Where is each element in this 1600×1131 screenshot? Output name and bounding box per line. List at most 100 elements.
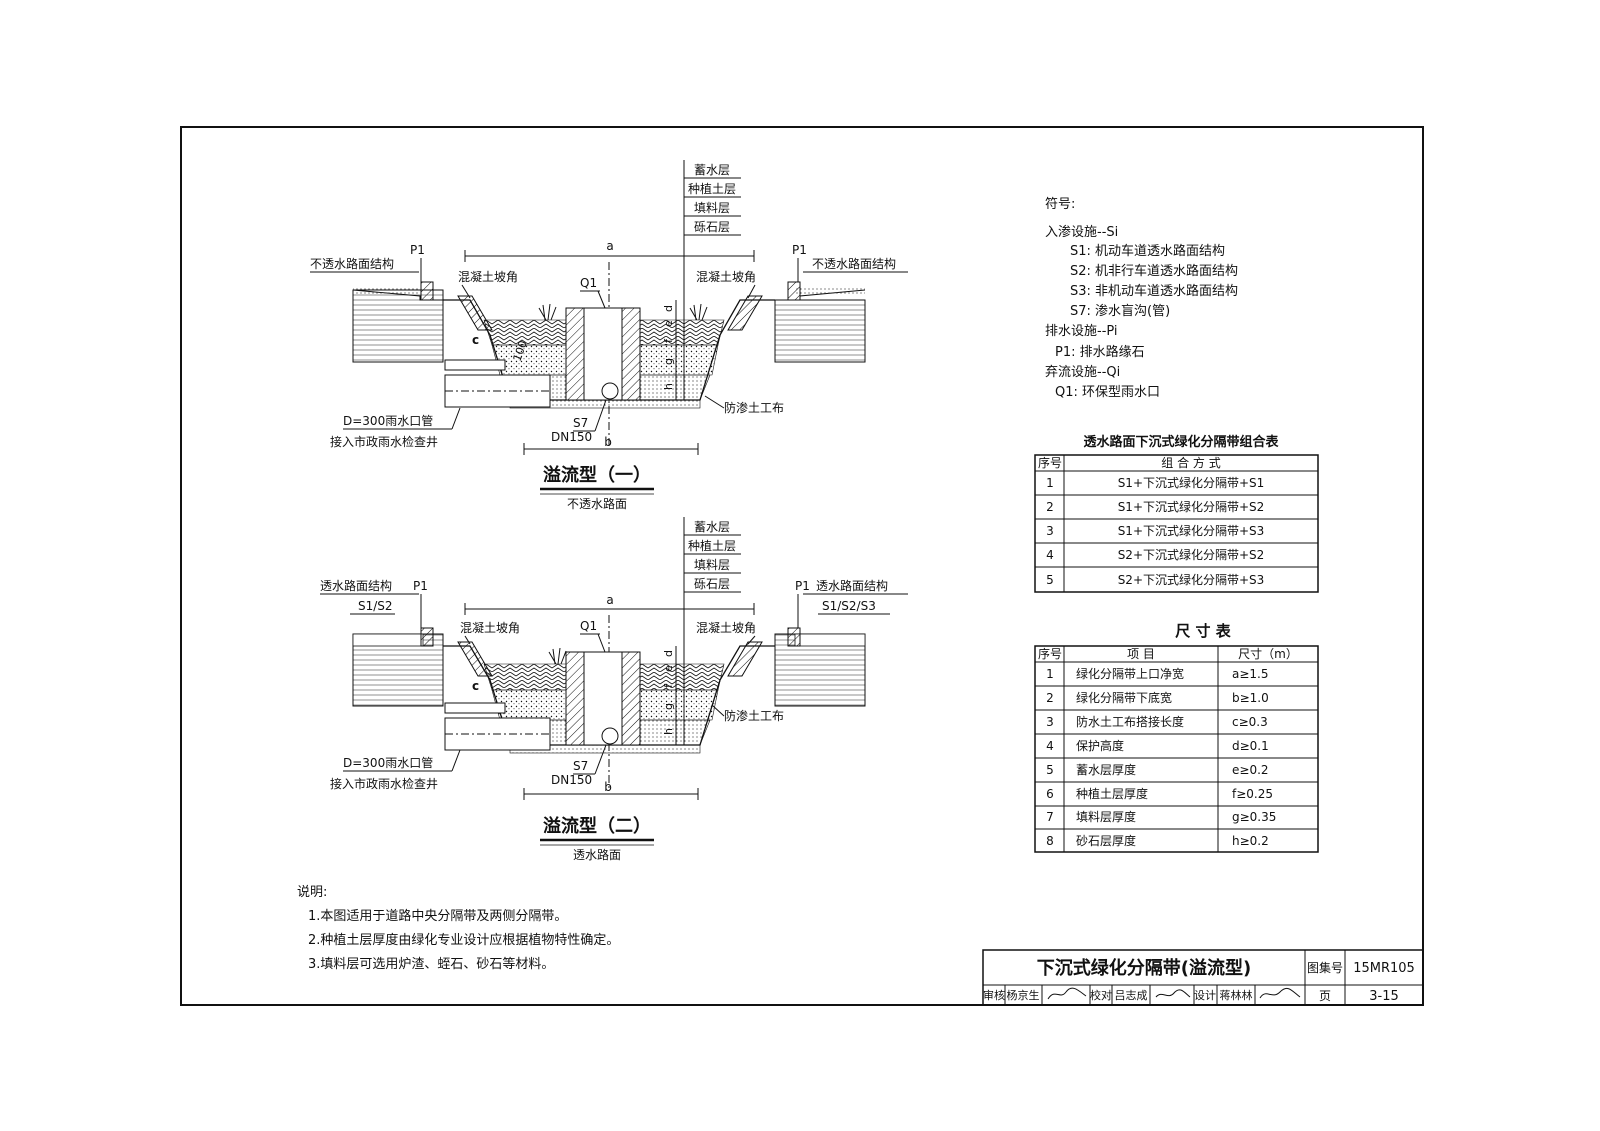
symbol-line: 入渗设施--Si (1045, 225, 1118, 240)
dim-b: b (604, 435, 612, 449)
curb-p1-left (420, 627, 434, 647)
check-label: 校对 (1090, 988, 1112, 1002)
fabric-label: 防渗土工布 (724, 708, 784, 723)
combo-cell: S1+下沉式绿化分隔带+S3 (1118, 523, 1265, 538)
q1-label: Q1 (580, 276, 597, 290)
reviewer-signature (1047, 987, 1087, 1000)
review-label: 审核 (983, 988, 1005, 1002)
size-cell: 3 (1046, 715, 1054, 729)
combo-cell: S2+下沉式绿化分隔带+S3 (1118, 572, 1265, 587)
page-number: 3-15 (1369, 989, 1399, 1004)
size-cell: 8 (1046, 834, 1054, 848)
layer-label: 种植土层 (688, 538, 736, 553)
combo-table-title: 透水路面下沉式绿化分隔带组合表 (1083, 434, 1279, 450)
planting-soil (483, 319, 567, 346)
p1-right: P1 (792, 243, 807, 257)
q1-label: Q1 (580, 619, 597, 633)
right-pavement (774, 299, 866, 363)
size-cell: g≥0.35 (1232, 810, 1276, 824)
size-cell: 保护高度 (1076, 738, 1124, 753)
layer-label: 蓄水层 (694, 520, 730, 534)
size-cell: 种植土层厚度 (1076, 786, 1148, 801)
p1-left: P1 (410, 243, 425, 257)
dim-h: h (662, 383, 675, 390)
combo-cell: 2 (1046, 500, 1054, 514)
dim-c: c (472, 333, 479, 347)
slope-label-right: 混凝土坡角 (696, 269, 756, 284)
size-cell: 6 (1046, 787, 1054, 801)
dim-g: g (662, 358, 675, 365)
section-overflow-1: 蓄水层 种植土层 填料层 砾石层 a P1 不透水路面结构 P1 不透水路面结构 (310, 160, 908, 511)
drain-pipe-s7 (601, 727, 619, 745)
symbol-line: S7: 渗水盲沟(管) (1070, 303, 1170, 319)
size-cell: c≥0.3 (1232, 715, 1268, 729)
dim-a: a (606, 593, 613, 607)
curb-p1-right (787, 627, 801, 647)
layer-labels-2: 蓄水层 种植土层 填料层 砾石层 (683, 517, 741, 745)
combo-table: 透水路面下沉式绿化分隔带组合表 序号 组 合 方 式 1 S1+下沉式绿化分隔带… (1034, 434, 1319, 593)
dim-e: e (662, 665, 675, 672)
size-cell: f≥0.25 (1232, 787, 1273, 801)
size-cell: 蓄水层厚度 (1076, 762, 1136, 777)
symbol-line: 弃流设施--Qi (1045, 365, 1120, 380)
size-cell: 7 (1046, 810, 1054, 824)
right-road-sub: S1/S2/S3 (822, 599, 876, 613)
size-header: 项 目 (1127, 647, 1155, 661)
subcaption-1: 不透水路面 (567, 496, 627, 511)
combo-cell: 3 (1046, 524, 1054, 538)
notes: 说明: 1.本图适用于道路中央分隔带及两侧分隔带。 2.种植土层厚度由绿化专业设… (297, 885, 619, 972)
right-road-label: 透水路面结构 (816, 578, 888, 593)
curb-p1-right (787, 281, 801, 301)
size-cell: 砂石层厚度 (1076, 833, 1136, 848)
dim-f: f (662, 683, 675, 688)
caption-2: 溢流型（二） (543, 815, 651, 837)
size-cell: 2 (1046, 691, 1054, 705)
notes-heading: 说明: (297, 885, 327, 900)
s7-label: S7 (573, 759, 588, 773)
layer-label: 砾石层 (694, 577, 730, 591)
size-table: 尺 寸 表 序号 项 目 尺寸（m） 1 绿化分隔带上口净宽 a≥1.5 2 绿… (1034, 622, 1319, 853)
size-header: 尺寸（m） (1238, 647, 1298, 661)
note-item: 2.种植土层厚度由绿化专业设计应根据植物特性确定。 (308, 932, 619, 948)
layer-label: 砾石层 (694, 220, 730, 234)
dim-d: d (662, 650, 675, 657)
drain-pipe-s7 (601, 382, 619, 400)
pipe-label: D=300雨水口管 (343, 755, 433, 770)
design-label: 设计 (1194, 989, 1216, 1002)
left-pavement (352, 289, 444, 363)
title-block: 下沉式绿化分隔带(溢流型) 图集号 15MR105 页 3-15 审核 杨京生 … (982, 949, 1424, 1006)
size-cell: d≥0.1 (1232, 739, 1269, 753)
sheet-border (180, 126, 1424, 1006)
combo-cell: S2+下沉式绿化分隔带+S2 (1118, 547, 1265, 562)
section-overflow-2: 蓄水层 种植土层 填料层 砾石层 a P1 透水路面结构 S1/S2 P1 透水… (320, 517, 908, 862)
fabric-label: 防渗土工布 (724, 400, 784, 415)
dim-h: h (662, 728, 675, 735)
symbols-heading: 符号: (1045, 196, 1075, 212)
symbol-line: P1: 排水路缘石 (1055, 344, 1145, 360)
symbol-line: S3: 非机动车道透水路面结构 (1070, 283, 1238, 299)
designer-signature (1259, 987, 1301, 999)
layer-label: 种植土层 (688, 181, 736, 196)
size-cell: h≥0.2 (1232, 834, 1269, 848)
left-road-label: 不透水路面结构 (310, 256, 394, 271)
size-cell: 填料层厚度 (1076, 809, 1136, 824)
left-road-sub: S1/S2 (358, 599, 393, 613)
combo-header: 序号 (1038, 455, 1062, 470)
designer-name: 蒋林林 (1220, 988, 1253, 1002)
dn-label: DN150 (551, 773, 592, 787)
slope-label-left: 混凝土坡角 (460, 620, 520, 635)
atlas-number: 15MR105 (1353, 961, 1415, 976)
dim-e: e (662, 320, 675, 327)
symbol-line: S2: 机非行车道透水路面结构 (1070, 263, 1238, 279)
curb-p1-left (420, 281, 434, 301)
size-table-title: 尺 寸 表 (1175, 622, 1231, 640)
s7-label: S7 (573, 416, 588, 430)
concrete-slope-right (727, 295, 763, 331)
size-cell: 5 (1046, 763, 1054, 777)
checker-name: 吕志成 (1115, 989, 1148, 1002)
slope-label-left: 混凝土坡角 (458, 269, 518, 284)
caption-1: 溢流型（一） (543, 464, 651, 486)
dn-label: DN150 (551, 430, 592, 444)
combo-cell: S1+下沉式绿化分隔带+S2 (1118, 499, 1265, 514)
